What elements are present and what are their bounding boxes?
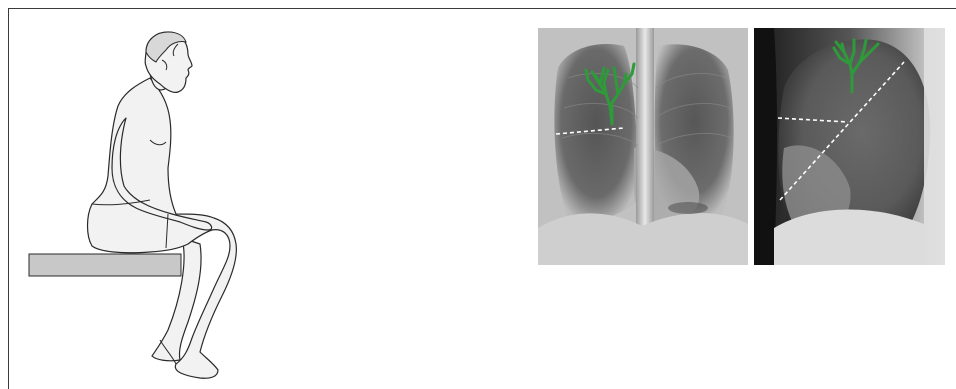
chest-xray-pa bbox=[538, 28, 748, 265]
seated-patient-illustration bbox=[0, 0, 520, 389]
chest-xray-lateral bbox=[754, 28, 945, 265]
bench bbox=[29, 254, 181, 276]
